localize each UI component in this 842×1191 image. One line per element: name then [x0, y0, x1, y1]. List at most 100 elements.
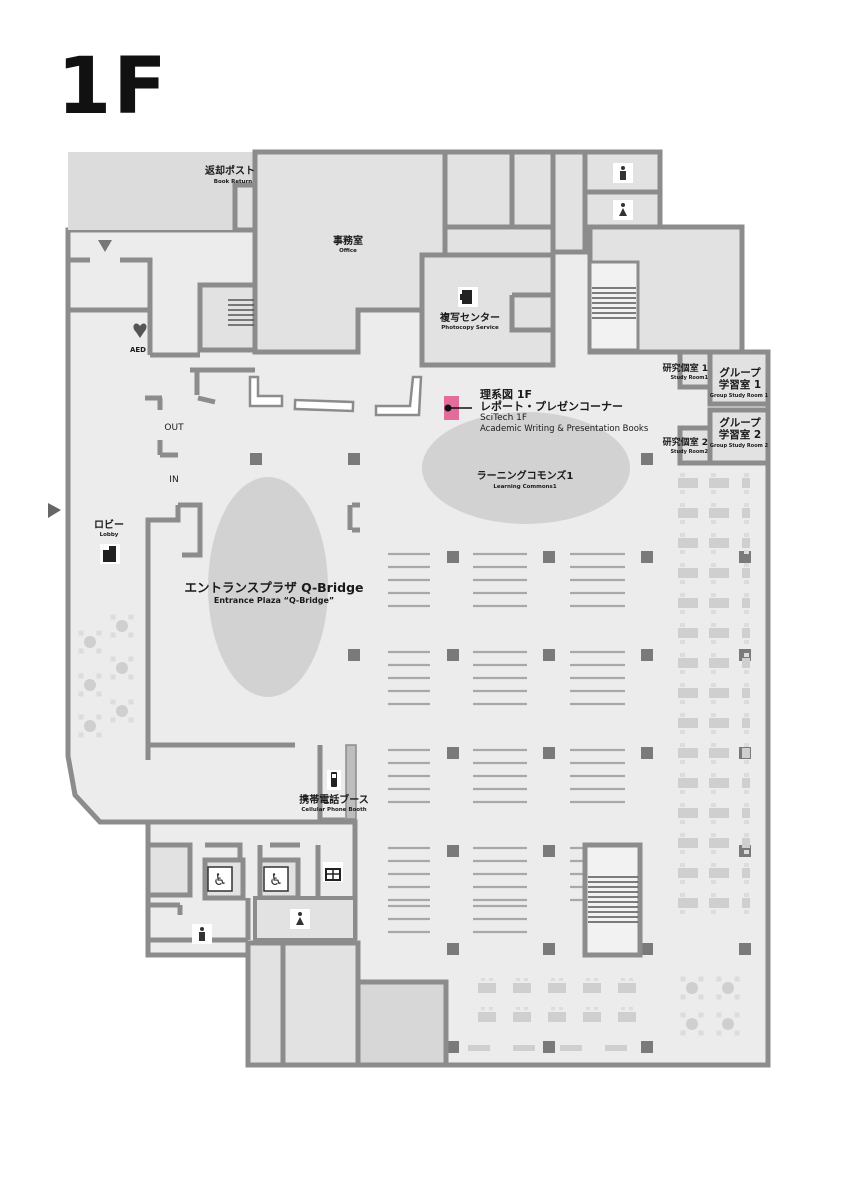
- chair: [524, 1007, 528, 1010]
- in-label: IN: [169, 475, 178, 485]
- chair: [551, 1007, 555, 1010]
- study-table: [678, 628, 698, 638]
- chair: [744, 743, 749, 747]
- chair: [698, 976, 704, 982]
- study-tables: [678, 473, 750, 914]
- chair: [711, 773, 716, 777]
- chair: [559, 978, 563, 981]
- drop-arrow-icon: [98, 240, 112, 252]
- study-table: [678, 748, 698, 758]
- chair: [680, 670, 685, 674]
- chair: [516, 978, 520, 981]
- study-table: [513, 1045, 535, 1051]
- chair: [698, 1012, 704, 1018]
- chair: [680, 490, 685, 494]
- chair: [711, 700, 716, 704]
- chair: [680, 790, 685, 794]
- chair: [128, 699, 134, 705]
- study-table: [678, 898, 698, 908]
- chair: [680, 640, 685, 644]
- study-table: [709, 868, 729, 878]
- round-table: [116, 705, 128, 717]
- chair: [711, 803, 716, 807]
- chair: [629, 978, 633, 981]
- chair: [680, 743, 685, 747]
- group-room-2-label-en: Group Study Room 2: [710, 443, 769, 449]
- corner-subtitle: レポート・プレゼンコーナー: [480, 399, 623, 413]
- chair: [744, 473, 749, 477]
- chair: [744, 520, 749, 524]
- chair: [629, 1007, 633, 1010]
- chair: [621, 978, 625, 981]
- chair: [680, 700, 685, 704]
- chair: [744, 640, 749, 644]
- study-table: [742, 538, 750, 548]
- chair: [744, 893, 749, 897]
- chair: [711, 713, 716, 717]
- chair: [78, 714, 84, 720]
- chair: [711, 833, 716, 837]
- study-table: [709, 538, 729, 548]
- study-table: [513, 983, 531, 993]
- chair: [78, 673, 84, 679]
- chair: [128, 632, 134, 638]
- chair: [711, 910, 716, 914]
- study-table: [742, 478, 750, 488]
- study-table: [709, 898, 729, 908]
- study-table: [605, 1045, 627, 1051]
- chair: [698, 1030, 704, 1036]
- study-table: [678, 508, 698, 518]
- chair: [711, 790, 716, 794]
- chair: [744, 653, 749, 657]
- chair: [680, 520, 685, 524]
- study-table: [742, 718, 750, 728]
- wheelchair-icon: ♿: [207, 866, 233, 892]
- chair: [711, 610, 716, 614]
- chair: [711, 743, 716, 747]
- study-table: [742, 868, 750, 878]
- chair: [621, 1007, 625, 1010]
- chair: [481, 978, 485, 981]
- round-tables: [78, 614, 740, 1036]
- chair: [110, 656, 116, 662]
- person-icon: [192, 924, 212, 944]
- chair: [680, 713, 685, 717]
- chair: [711, 653, 716, 657]
- chair: [711, 863, 716, 867]
- chair: [744, 833, 749, 837]
- chair: [744, 880, 749, 884]
- group-room-2-label-2: 学習室 2: [719, 428, 761, 441]
- chair: [698, 994, 704, 1000]
- chair: [744, 623, 749, 627]
- chair: [711, 683, 716, 687]
- chair: [680, 623, 685, 627]
- chair: [680, 593, 685, 597]
- study-table: [709, 808, 729, 818]
- study-room-1-label: 研究個室 1: [663, 362, 708, 374]
- round-table: [84, 636, 96, 648]
- study-table: [678, 688, 698, 698]
- chair: [734, 976, 740, 982]
- chair: [711, 880, 716, 884]
- chair: [680, 683, 685, 687]
- corner-title: 理系図 1F: [480, 387, 532, 401]
- chair: [744, 670, 749, 674]
- study-table: [742, 778, 750, 788]
- person-icon: [613, 163, 633, 183]
- chair: [744, 610, 749, 614]
- chair: [744, 730, 749, 734]
- chair: [744, 850, 749, 854]
- study-table: [742, 898, 750, 908]
- chair: [680, 994, 686, 1000]
- study-table: [548, 1012, 566, 1022]
- chair: [680, 760, 685, 764]
- study-room-2: [677, 425, 713, 466]
- chair: [711, 623, 716, 627]
- book-return-zone: [68, 152, 255, 230]
- study-table: [709, 628, 729, 638]
- study-table: [678, 568, 698, 578]
- chair: [744, 910, 749, 914]
- chair: [680, 730, 685, 734]
- study-table: [709, 778, 729, 788]
